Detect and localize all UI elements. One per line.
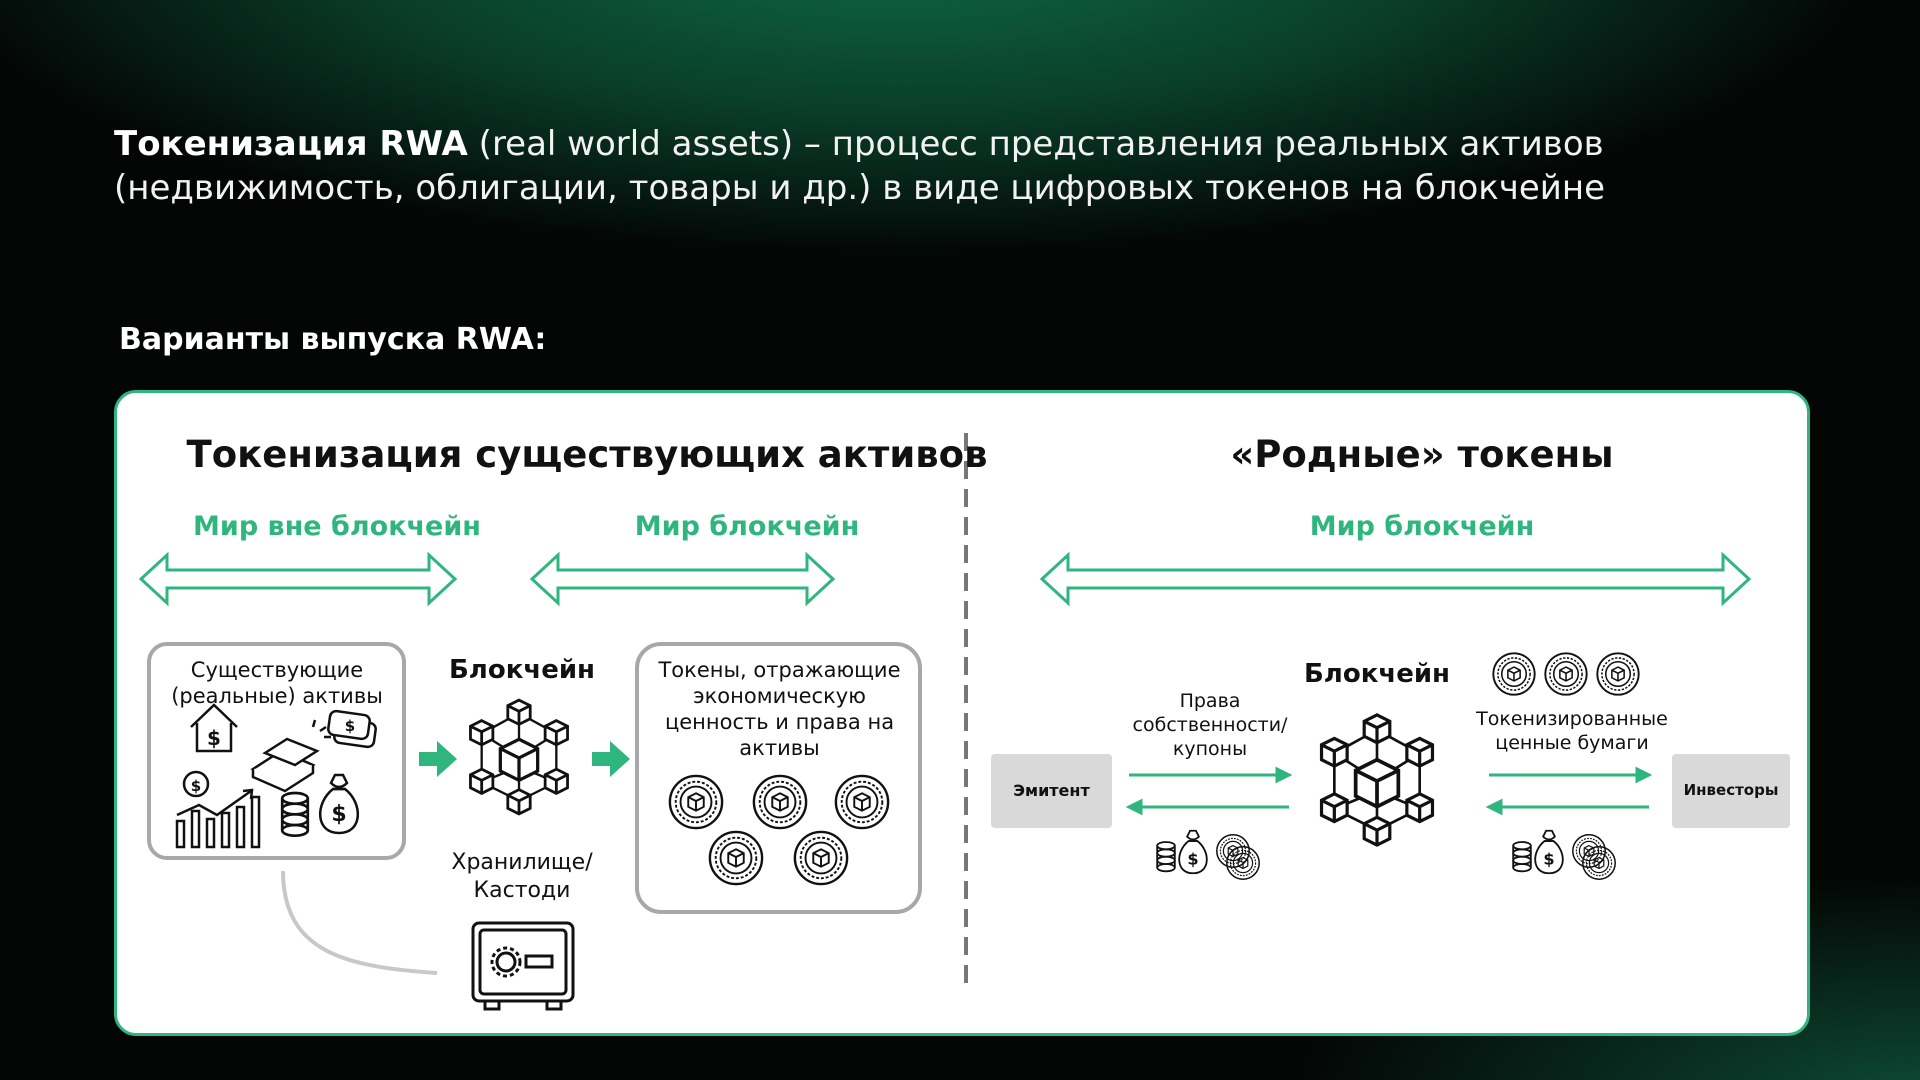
cash-icon: $	[327, 709, 377, 749]
svg-text:$: $	[207, 726, 221, 750]
token-coin-icon	[834, 774, 890, 830]
svg-text:$: $	[191, 777, 201, 795]
tokens-label: Токены, отражающие экономическую ценност…	[658, 658, 901, 760]
rights-label: Права собственности/ купоны	[1132, 690, 1288, 760]
right-section-title: «Родные» токены	[1230, 433, 1614, 476]
offchain-world-label: Мир вне блокчейн	[193, 511, 481, 542]
intro-text: Токенизация RWA (real world assets) – пр…	[114, 122, 1814, 210]
variants-title: Варианты выпуска RWA:	[119, 322, 547, 357]
safe-icon	[471, 921, 575, 1011]
investors-label: Инвесторы	[1683, 781, 1779, 799]
intro-term: Токенизация RWA	[114, 124, 468, 164]
intro-line-1: Токенизация RWA (real world assets) – пр…	[114, 122, 1814, 166]
intro-definition: (real world assets) – процесс представле…	[467, 124, 1604, 164]
issuer-label: Эмитент	[1013, 781, 1090, 800]
house-dollar-icon: $	[190, 703, 238, 753]
assets-box	[147, 642, 406, 860]
left-blockchain-label: Блокчейн	[448, 655, 596, 685]
diagram-graphics: $	[138, 433, 1790, 1011]
custody-label: Хранилище/ Кастоди	[451, 850, 593, 903]
native-chain-world-label: Мир блокчейн	[1309, 511, 1535, 542]
coins-icon	[1156, 829, 1260, 880]
token-coin-icon	[1544, 652, 1588, 696]
chain-world-label: Мир блокчейн	[634, 511, 860, 542]
securities-label: Токенизированные ценные бумаги	[1476, 708, 1668, 754]
right-blockchain-label: Блокчейн	[1303, 659, 1451, 689]
flow-arrow-2	[592, 741, 630, 777]
gold-bars-icon	[250, 719, 331, 793]
blockchain-network-icon	[1319, 713, 1435, 847]
token-coin-icon	[793, 830, 849, 886]
blockchain-network-icon	[468, 698, 570, 816]
token-coin-icon	[1492, 652, 1536, 696]
coins-icon	[1512, 829, 1616, 880]
flow-arrow-1	[419, 741, 457, 777]
token-coin-icon	[752, 774, 808, 830]
growth-chart-icon: $	[175, 770, 261, 849]
token-coin-icon	[708, 830, 764, 886]
chain-world-arrow	[529, 551, 836, 607]
tokens-box	[635, 642, 922, 914]
svg-text:$: $	[345, 717, 355, 735]
token-coin-icon	[1596, 652, 1640, 696]
token-coin-icon	[668, 774, 724, 830]
investors-box	[1672, 754, 1790, 828]
coin-stack-icon	[280, 791, 310, 838]
diagram-panel: $	[114, 390, 1810, 1036]
left-section-title: Токенизация существующих активов	[186, 433, 988, 476]
offchain-world-arrow	[138, 551, 458, 607]
money-bag-icon	[318, 773, 360, 835]
custody-connector	[281, 870, 438, 975]
native-chain-world-arrow	[1039, 551, 1752, 607]
issuer-box	[991, 754, 1112, 828]
assets-label: Существующие (реальные) активы	[171, 658, 383, 708]
intro-line-2: (недвижимость, облигации, товары и др.) …	[114, 168, 1606, 208]
